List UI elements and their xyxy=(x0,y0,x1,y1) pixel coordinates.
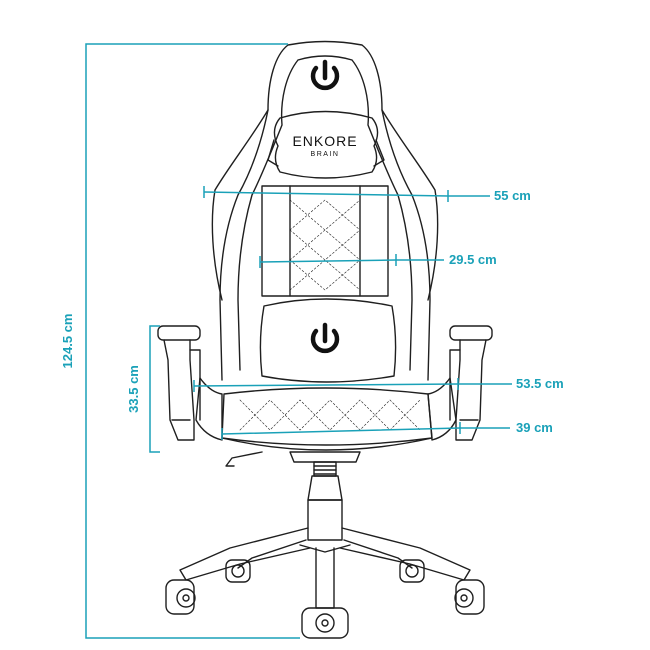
seat-width-label: 53.5 cm xyxy=(516,376,564,391)
gas-cylinder xyxy=(307,461,343,541)
quilt-diamonds xyxy=(289,199,361,291)
headrest-strap-right xyxy=(373,139,385,167)
backrest-inner-width-line xyxy=(259,259,444,263)
chair-drawing xyxy=(157,40,493,639)
power-icon xyxy=(310,59,340,91)
backrest-inner-width-label: 29.5 cm xyxy=(449,252,497,267)
armrest-left xyxy=(157,325,201,441)
headrest-strap-left xyxy=(267,139,279,167)
wing-left xyxy=(211,109,269,301)
seat-depth-label: 39 cm xyxy=(516,420,553,435)
armrest-height-line xyxy=(149,325,160,453)
dimension-lines xyxy=(85,43,512,639)
quilted-panel xyxy=(261,185,389,297)
brand-subname: BRAIN xyxy=(311,151,340,158)
backrest-inner-outline xyxy=(237,55,413,371)
armrest-right xyxy=(449,325,493,441)
headrest-pillow xyxy=(273,110,379,179)
tilt-mechanism xyxy=(289,451,361,463)
seat-cushion xyxy=(221,387,433,446)
lumbar-pillow xyxy=(259,298,397,383)
seat-depth-line xyxy=(221,427,510,435)
seat-front-edge xyxy=(221,437,433,451)
armrest-height-label: 33.5 cm xyxy=(126,365,141,413)
brand-name: ENKORE xyxy=(292,133,357,149)
power-icon xyxy=(310,322,340,354)
caster-rear-left xyxy=(225,559,251,583)
caster-rear-right xyxy=(399,559,425,583)
backrest-outline xyxy=(219,40,431,381)
caster-front-left xyxy=(165,579,196,615)
caster-center xyxy=(301,607,349,639)
backrest-width-line xyxy=(203,191,490,197)
seat-width-line xyxy=(193,383,512,387)
wing-right xyxy=(381,109,439,301)
seat-quilt xyxy=(239,399,421,431)
total-height-line xyxy=(85,43,300,639)
backrest-width-label: 55 cm xyxy=(494,188,531,203)
adjustment-lever xyxy=(225,451,263,467)
total-height-label: 124.5 cm xyxy=(60,314,75,369)
caster-front-right xyxy=(454,579,485,615)
